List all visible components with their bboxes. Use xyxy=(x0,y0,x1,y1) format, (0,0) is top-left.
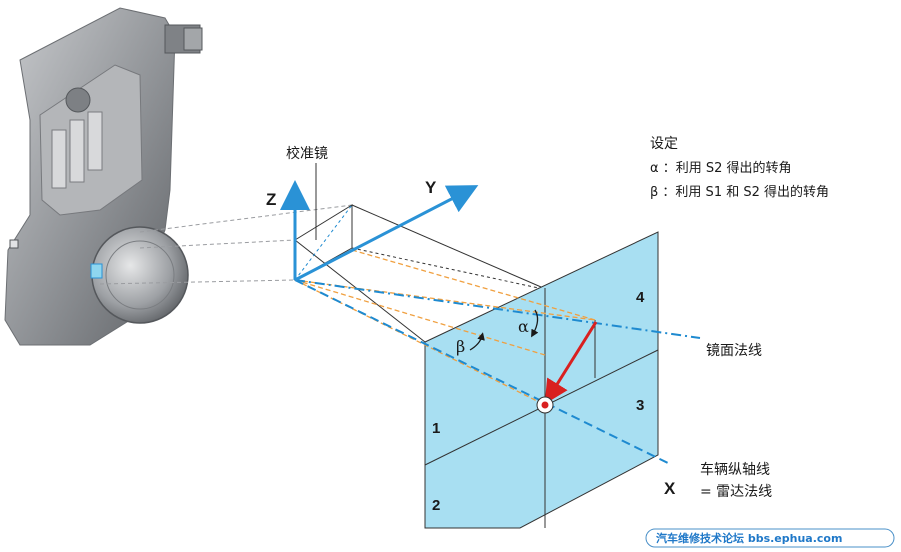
normal-lines xyxy=(294,204,701,466)
x-axis-label: X xyxy=(664,479,676,498)
mirror-normal-line xyxy=(294,279,701,339)
axes xyxy=(280,180,479,282)
legend: 设定 α ：利用 S2 得出的转角 β ：利用 S1 和 S2 得出的转角 xyxy=(650,136,829,200)
projection-lines xyxy=(294,249,596,406)
deviation-arrow xyxy=(544,321,598,405)
legend-alpha: α ：利用 S2 得出的转角 xyxy=(650,160,792,176)
legend-beta: β ：利用 S1 和 S2 得出的转角 xyxy=(650,184,829,200)
quadrant-1-label: 1 xyxy=(432,420,440,437)
mirror-normal-label: 镜面法线 xyxy=(706,343,762,359)
y-axis-label: Y xyxy=(425,178,437,197)
alpha-label: α xyxy=(518,317,529,336)
quadrant-4-label: 4 xyxy=(636,289,645,306)
radar-normal-label: = 雷达法线 xyxy=(700,484,772,500)
alpha-arc xyxy=(531,309,539,338)
radar-sensor-device xyxy=(4,7,203,346)
mirror-label: 校准镜 xyxy=(286,145,328,162)
device-rays xyxy=(99,204,353,285)
beta-label: β xyxy=(456,337,465,356)
y-axis-arrow xyxy=(294,185,479,282)
target-panel xyxy=(424,231,659,529)
vehicle-axis-label: 车辆纵轴线 xyxy=(700,461,770,478)
quadrant-2-label: 2 xyxy=(432,497,440,514)
beta-arc xyxy=(469,332,485,351)
quadrant-3-label: 3 xyxy=(636,397,644,414)
radar-target-point xyxy=(536,396,554,414)
mirror-spot xyxy=(90,263,103,279)
legend-title: 设定 xyxy=(650,136,678,152)
watermark: 汽车维修技术论坛 bbs.ephua.com xyxy=(645,528,895,548)
z-axis-label: Z xyxy=(266,190,276,209)
watermark-text: 汽车维修技术论坛 bbs.ephua.com xyxy=(656,531,842,545)
